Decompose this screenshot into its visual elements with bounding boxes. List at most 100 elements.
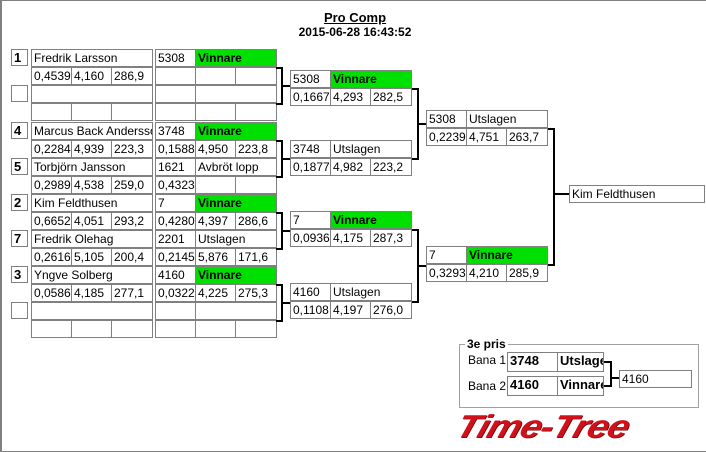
round1-result-number[interactable]: 5308 [155, 49, 196, 67]
round1-result-status[interactable]: Vinnare [195, 122, 277, 140]
round1-result-status[interactable]: Vinnare [195, 266, 277, 284]
round2-number[interactable]: 7 [290, 211, 331, 229]
round2-stat[interactable]: 0,1877 [290, 158, 331, 176]
round1-result-stat[interactable] [195, 67, 236, 85]
round1-result-stat[interactable]: 275,3 [235, 284, 277, 302]
round1-result-number[interactable]: 4160 [155, 266, 196, 284]
lane-2-status[interactable]: Vinnare [557, 376, 604, 396]
racer-name[interactable]: Yngve Solberg [31, 266, 153, 284]
racer-stat[interactable]: 0,6652 [31, 212, 72, 230]
round1-result-stat[interactable] [235, 320, 277, 338]
round2-stat[interactable]: 287,3 [370, 229, 412, 247]
round2-stat[interactable]: 0,1108 [290, 301, 331, 319]
round1-result-stat[interactable]: 4,950 [195, 140, 236, 158]
round3-status[interactable]: Vinnare [466, 246, 548, 264]
racer-stat[interactable] [111, 103, 153, 121]
round1-result-status[interactable]: Avbröt lopp [195, 158, 277, 176]
round2-number[interactable]: 5308 [290, 70, 331, 88]
round3-number[interactable]: 5308 [426, 110, 467, 128]
round1-result-stat[interactable] [155, 103, 196, 121]
final-winner[interactable]: Kim Feldthusen [569, 185, 705, 203]
round2-stat[interactable]: 0,0936 [290, 229, 331, 247]
racer-stat[interactable] [71, 320, 112, 338]
round1-result-stat[interactable]: 0,1588 [155, 140, 196, 158]
round1-result-number[interactable]: 3748 [155, 122, 196, 140]
racer-stat[interactable] [31, 103, 72, 121]
racer-stat[interactable]: 277,1 [111, 284, 153, 302]
round1-result-stat[interactable]: 0,4280 [155, 212, 196, 230]
racer-stat[interactable]: 4,939 [71, 140, 112, 158]
round2-stat[interactable]: 4,982 [330, 158, 371, 176]
racer-stat[interactable] [31, 320, 72, 338]
lane-2-number[interactable]: 4160 [507, 376, 558, 396]
round1-result-stat[interactable]: 4,225 [195, 284, 236, 302]
racer-stat[interactable]: 4,051 [71, 212, 112, 230]
lane-1-number[interactable]: 3748 [507, 352, 558, 372]
round3-stat[interactable]: 285,9 [506, 264, 548, 282]
round1-result-status[interactable]: Vinnare [195, 194, 277, 212]
round2-number[interactable]: 3748 [290, 140, 331, 158]
round2-stat[interactable]: 276,0 [370, 301, 412, 319]
racer-name[interactable]: Fredrik Olehag [31, 230, 153, 248]
round3-stat[interactable]: 4,210 [466, 264, 507, 282]
round2-stat[interactable]: 4,293 [330, 88, 371, 106]
round1-result-stat[interactable]: 0,2145 [155, 248, 196, 266]
racer-stat[interactable]: 4,185 [71, 284, 112, 302]
round1-result-stat[interactable] [195, 103, 236, 121]
round1-result-number[interactable]: 1621 [155, 158, 196, 176]
racer-stat[interactable]: 0,2284 [31, 140, 72, 158]
racer-name[interactable]: Marcus Back Andersson [31, 122, 153, 140]
racer-name[interactable]: Kim Feldthusen [31, 194, 153, 212]
round1-result-number[interactable]: 2201 [155, 230, 196, 248]
round3-stat[interactable]: 0,3293 [426, 264, 467, 282]
round1-result-stat[interactable]: 171,6 [235, 248, 277, 266]
round2-status[interactable]: Utslagen [330, 283, 412, 301]
round1-result-stat[interactable] [235, 176, 277, 194]
racer-stat[interactable]: 223,3 [111, 140, 153, 158]
round1-result-stat[interactable] [235, 103, 277, 121]
racer-stat[interactable]: 4,160 [71, 67, 112, 85]
round1-result-number[interactable] [155, 85, 196, 103]
round2-stat[interactable]: 4,175 [330, 229, 371, 247]
racer-name[interactable] [31, 85, 153, 103]
round3-stat[interactable]: 4,751 [466, 128, 507, 146]
round3-number[interactable]: 7 [426, 246, 467, 264]
round2-stat[interactable]: 4,197 [330, 301, 371, 319]
round1-result-stat[interactable] [195, 176, 236, 194]
round2-stat[interactable]: 282,5 [370, 88, 412, 106]
racer-stat[interactable] [111, 320, 153, 338]
racer-name[interactable]: Torbjörn Jansson [31, 158, 153, 176]
racer-stat[interactable]: 5,105 [71, 248, 112, 266]
round3-status[interactable]: Utslagen [466, 110, 548, 128]
round2-stat[interactable]: 223,2 [370, 158, 412, 176]
round1-result-stat[interactable] [155, 67, 196, 85]
round1-result-stat[interactable] [235, 67, 277, 85]
round1-result-number[interactable]: 7 [155, 194, 196, 212]
round1-result-stat[interactable] [155, 320, 196, 338]
racer-name[interactable]: Fredrik Larsson [31, 49, 153, 67]
round2-status[interactable]: Vinnare [330, 70, 412, 88]
racer-stat[interactable]: 259,0 [111, 176, 153, 194]
round1-result-stat[interactable]: 223,8 [235, 140, 277, 158]
racer-stat[interactable]: 0,0586 [31, 284, 72, 302]
round1-result-status[interactable] [195, 302, 277, 320]
round3-stat[interactable]: 0,2239 [426, 128, 467, 146]
racer-stat[interactable]: 0,4539 [31, 67, 72, 85]
round1-result-stat[interactable]: 0,4323 [155, 176, 196, 194]
round1-result-stat[interactable]: 5,876 [195, 248, 236, 266]
round2-status[interactable]: Vinnare [330, 211, 412, 229]
round1-result-stat[interactable]: 0,0322 [155, 284, 196, 302]
third-place-winner[interactable]: 4160 [619, 370, 692, 388]
round1-result-number[interactable] [155, 302, 196, 320]
round1-result-status[interactable]: Utslagen [195, 230, 277, 248]
round2-number[interactable]: 4160 [290, 283, 331, 301]
round1-result-status[interactable] [195, 85, 277, 103]
racer-stat[interactable] [71, 103, 112, 121]
round1-result-status[interactable]: Vinnare [195, 49, 277, 67]
round2-status[interactable]: Utslagen [330, 140, 412, 158]
racer-stat[interactable]: 0,2989 [31, 176, 72, 194]
round1-result-stat[interactable]: 286,6 [235, 212, 277, 230]
racer-name[interactable] [31, 302, 153, 320]
racer-stat[interactable]: 293,2 [111, 212, 153, 230]
round1-result-stat[interactable] [195, 320, 236, 338]
